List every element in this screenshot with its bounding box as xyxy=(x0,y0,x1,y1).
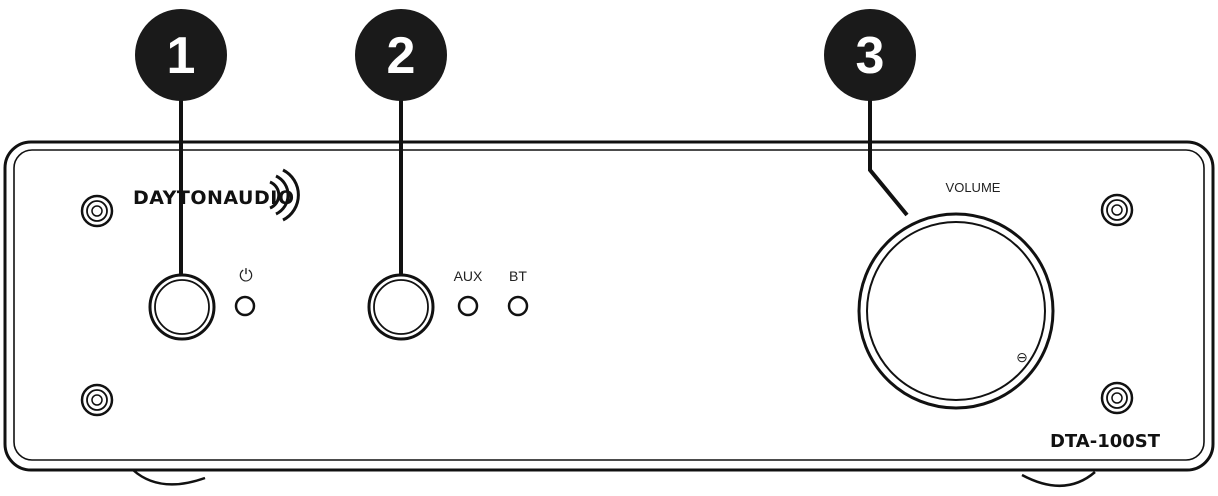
input-select-button[interactable] xyxy=(367,273,435,341)
front-face xyxy=(13,149,1205,461)
model-name: DTA-100ST xyxy=(1050,431,1161,452)
bt-label: BT xyxy=(509,268,527,284)
callout-2-number: 2 xyxy=(387,27,416,85)
power-button[interactable] xyxy=(148,273,216,341)
screw-top-left xyxy=(80,194,114,228)
callout-2-badge: 2 xyxy=(355,9,447,101)
volume-label: VOLUME xyxy=(946,180,1001,195)
brand-logo-text: DAYTONAUDIO xyxy=(133,187,294,209)
volume-knob[interactable] xyxy=(857,212,1055,410)
aux-led xyxy=(457,295,479,317)
screw-bottom-left xyxy=(80,383,114,417)
callout-3-badge: 3 xyxy=(824,9,916,101)
sound-waves-logo-icon xyxy=(269,168,300,222)
volume-min-mark-icon: ⊖ xyxy=(1016,349,1028,365)
screw-bottom-right xyxy=(1100,381,1134,415)
left-foot xyxy=(132,469,206,486)
callout-3-number: 3 xyxy=(856,27,885,85)
callout-1-number: 1 xyxy=(167,27,196,85)
callout-3-leader xyxy=(868,95,909,217)
right-foot xyxy=(1021,471,1096,487)
screw-top-right xyxy=(1100,193,1134,227)
aux-label: AUX xyxy=(454,268,483,284)
power-led xyxy=(234,295,256,317)
bt-led xyxy=(507,295,529,317)
callout-1-badge: 1 xyxy=(135,9,227,101)
power-symbol-icon: ⏻ xyxy=(239,266,253,285)
